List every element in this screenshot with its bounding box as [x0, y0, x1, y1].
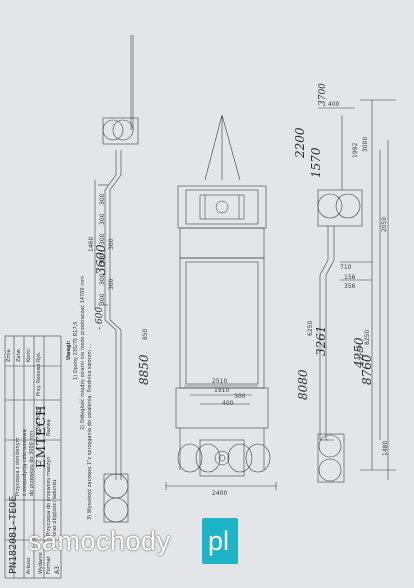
- dim-right-4145: 4145: [356, 344, 363, 360]
- dim-right-3000: 3000: [362, 136, 369, 152]
- handwritten-right-8080: 8080: [296, 369, 310, 400]
- drawing-number: PN182081-TEOE: [8, 495, 19, 574]
- dim-left-1460: 1460: [88, 236, 95, 252]
- dim-right-400: 400: [328, 101, 340, 108]
- dim-width-400: 400: [222, 400, 234, 407]
- title-line-1: Przyczepa z obniżonym: [15, 437, 21, 496]
- handwritten-top-right: 3700: [318, 83, 328, 106]
- dim-left-seg: 300: [108, 238, 115, 250]
- drawing-date: 10.03.2009: [36, 407, 42, 436]
- dim-left-seg: 300: [99, 213, 106, 225]
- dim-left-seg: 300: [108, 278, 115, 290]
- handwritten-right-3261: 3261: [314, 325, 328, 356]
- dim-left-seg: 300: [99, 253, 106, 265]
- label-approve: Zatw.: [16, 348, 22, 362]
- drawn-name: Przy. Nosowe: [36, 363, 42, 396]
- dim-right-1480: 1480: [382, 440, 389, 456]
- notes-line-1: 1) Opony 235/75 R17,5: [73, 321, 79, 380]
- dim-left-seg: 300: [99, 293, 106, 305]
- format-value: A3: [54, 566, 61, 574]
- dim-right-356: 356: [344, 283, 356, 290]
- dim-right-6250: 6250: [307, 320, 314, 336]
- dim-left-seg: 300: [99, 273, 106, 285]
- front-axle-top: [177, 185, 267, 229]
- dim-right-8250: 8250: [364, 329, 371, 345]
- frame-left-profile: [104, 150, 117, 480]
- handwritten-left-dash: - 600: [95, 306, 105, 330]
- frame-right-profile: [319, 226, 329, 441]
- title-line-2: z ekspedycją czteroosiową: [22, 429, 28, 496]
- notes-line-2: 2) Odległość między osiami nie może prze…: [80, 276, 86, 430]
- dim-width-1910: 1910: [214, 387, 230, 394]
- watermark-text: samochody: [28, 526, 171, 556]
- dim-width-2400: 2400: [212, 490, 228, 497]
- label-change: Zmia: [6, 349, 12, 362]
- dim-left-seg: 300: [99, 193, 106, 205]
- rear-wheel-right-1: [318, 434, 342, 458]
- title-label: Nazwa: [46, 419, 52, 436]
- rear-wheel-right-2: [318, 458, 342, 482]
- dim-left-seg: 300: [99, 233, 106, 245]
- notes-heading: Uwagi:: [66, 340, 72, 360]
- dim-left-850: 850: [142, 328, 149, 340]
- watermark-suffix: pl: [208, 526, 230, 556]
- title-line-3: do przewozu do 3000 mm: [29, 430, 35, 496]
- dim-right-2050: 2050: [381, 216, 388, 232]
- dim-right-156: 156: [344, 274, 356, 281]
- dim-right-710: 710: [340, 264, 352, 271]
- front-wheel-right: [317, 193, 343, 219]
- handwritten-right-2200: 2200: [293, 127, 307, 158]
- platform-top: [179, 257, 265, 389]
- label-check: Kontr.: [26, 347, 32, 362]
- handwritten-left-overall: 8850: [137, 354, 151, 385]
- dim-width-300: 300: [234, 393, 246, 400]
- title-block-frame: [4, 335, 62, 579]
- handwritten-right-1570: 1570: [309, 147, 323, 178]
- rear-tire-1: [177, 443, 203, 473]
- watermark-logo: samochody pl: [28, 518, 398, 564]
- watermark-pl-box: [202, 518, 238, 564]
- dim-width-2510: 2510: [212, 378, 228, 385]
- notes-line-3: 3) Wysokość zaczepu 1"z sprzęgania do us…: [87, 343, 93, 520]
- label-drawn: Rys.: [36, 351, 42, 362]
- dim-right-1992: 1992: [352, 142, 359, 158]
